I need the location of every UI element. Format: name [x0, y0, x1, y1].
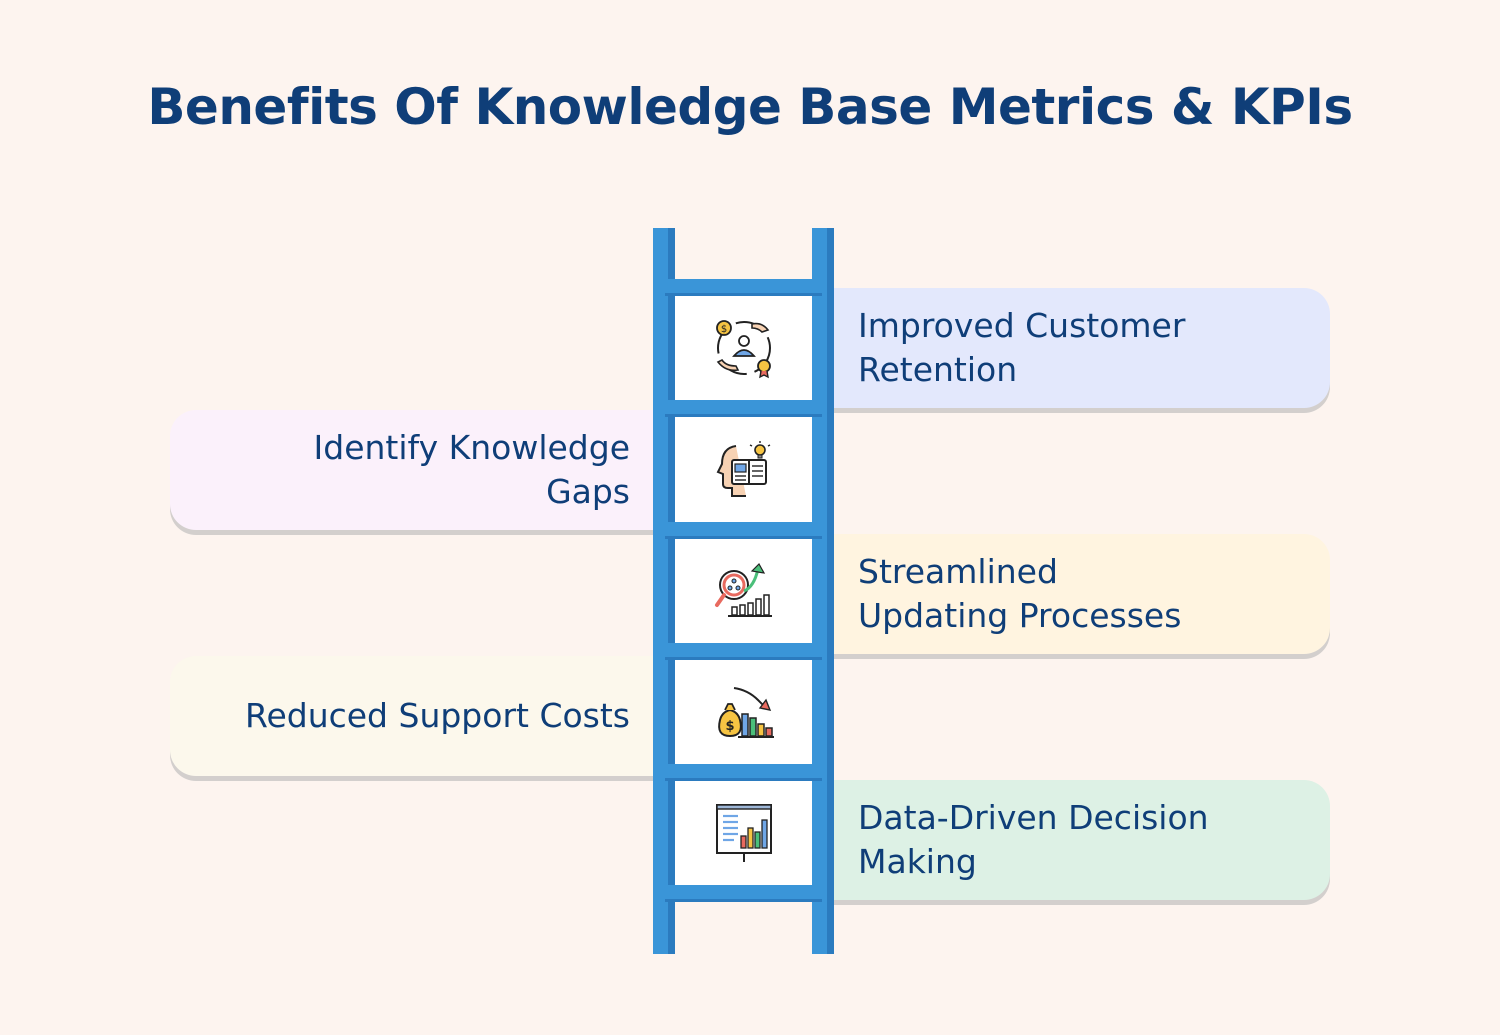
step-icon-cell: $	[675, 660, 812, 764]
step-icon-cell	[675, 539, 812, 643]
ladder-rung	[665, 400, 822, 417]
step-card-data-driven: Data-Driven Decision Making	[820, 780, 1330, 900]
page-title: Benefits Of Knowledge Base Metrics & KPI…	[147, 78, 1353, 136]
process-growth-chart-icon	[714, 561, 774, 621]
customer-retention-icon: $	[712, 316, 776, 380]
step-icon-cell	[675, 417, 812, 522]
step-label: Reduced Support Costs	[245, 696, 630, 735]
ladder-rung	[665, 643, 822, 660]
step-card-customer-retention: Improved Customer Retention	[820, 288, 1330, 408]
svg-text:$: $	[725, 719, 734, 734]
ladder-rail-left	[653, 228, 675, 954]
step-icon-cell	[675, 781, 812, 885]
ladder-rung	[665, 764, 822, 781]
presentation-chart-icon	[714, 802, 774, 864]
ladder-rail-right	[812, 228, 834, 954]
step-card-reduced-costs: Reduced Support Costs	[170, 656, 660, 776]
svg-text:$: $	[720, 324, 726, 335]
ladder-rung	[665, 885, 822, 902]
step-card-streamlined-updating: Streamlined Updating Processes	[820, 534, 1330, 654]
step-label: Data-Driven Decision Making	[858, 798, 1209, 881]
step-label: Streamlined Updating Processes	[858, 552, 1182, 635]
step-icon-cell: $	[675, 296, 812, 400]
step-card-knowledge-gaps: Identify Knowledge Gaps	[170, 410, 660, 530]
ladder-rung	[665, 279, 822, 296]
knowledge-head-book-icon	[716, 440, 772, 500]
step-label: Improved Customer Retention	[858, 306, 1186, 389]
step-label: Identify Knowledge Gaps	[313, 428, 630, 511]
money-bag-decrease-icon: $	[712, 684, 776, 740]
ladder-rung	[665, 522, 822, 539]
